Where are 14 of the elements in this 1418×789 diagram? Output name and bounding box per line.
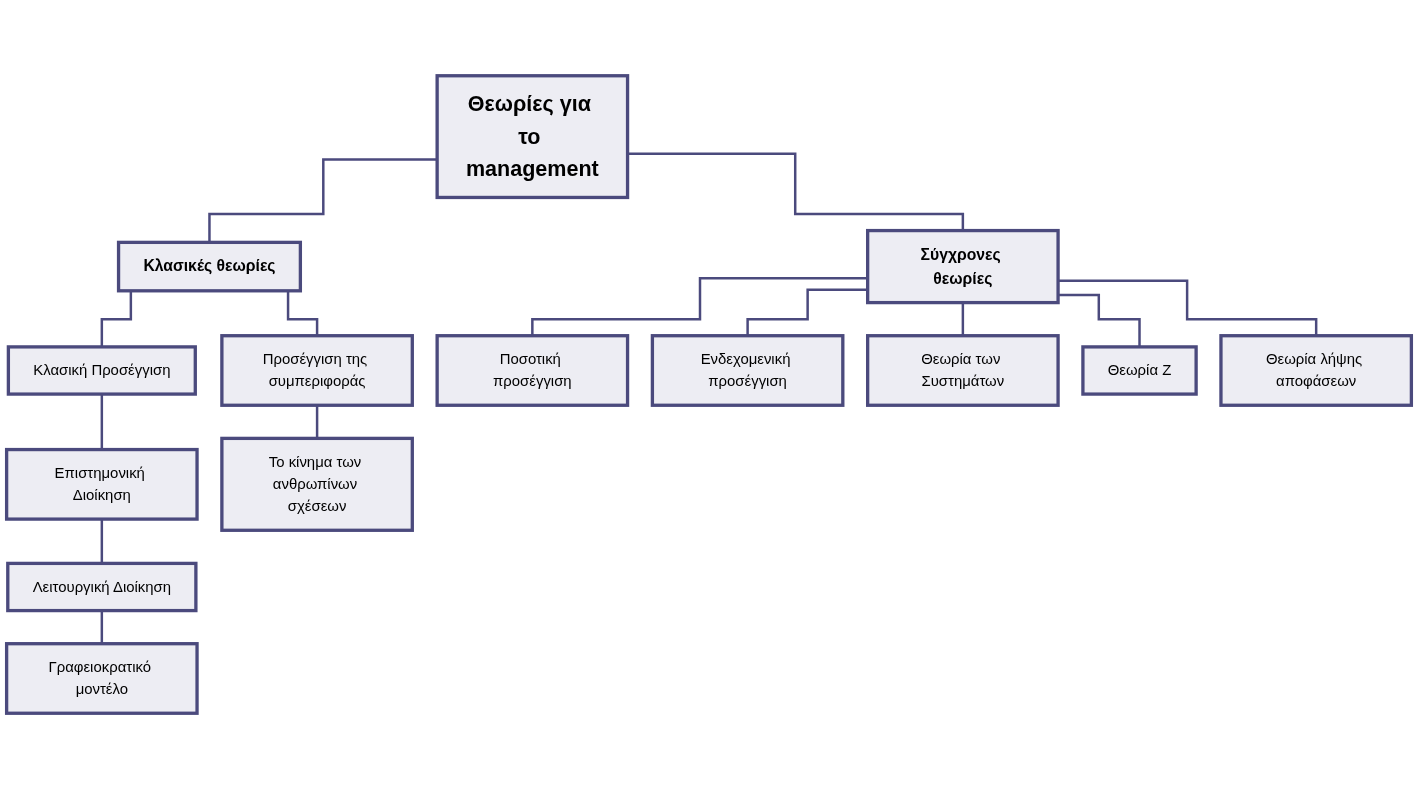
node-box: Λειτουργική Διοίκηση [6, 561, 198, 613]
node-box: Κλασική Προσέγγιση [6, 345, 197, 396]
node-box: Προσέγγιση της συμπεριφοράς [220, 334, 414, 407]
node-box: Σύγχρονες θεωρίες [866, 228, 1060, 305]
node-box: Θεωρία Ζ [1081, 345, 1198, 396]
node-box: Θεωρίες για το management [435, 74, 630, 200]
node-box: Κλασικές θεωρίες [116, 240, 303, 293]
node-box: Το κίνημα των ανθρωπίνων σχέσεων [220, 436, 414, 532]
node-box: Ποσοτική προσέγγιση [435, 334, 630, 407]
node-box: Επιστημονική Διοίκηση [4, 447, 199, 521]
node-box: Θεωρία λήψης αποφάσεων [1219, 334, 1414, 407]
node-box: Θεωρία των Συστημάτων [866, 334, 1060, 407]
node-box: Ενδεχομενική προσέγγιση [650, 334, 845, 407]
node-box: Γραφειοκρατικό μοντέλο [4, 642, 199, 715]
